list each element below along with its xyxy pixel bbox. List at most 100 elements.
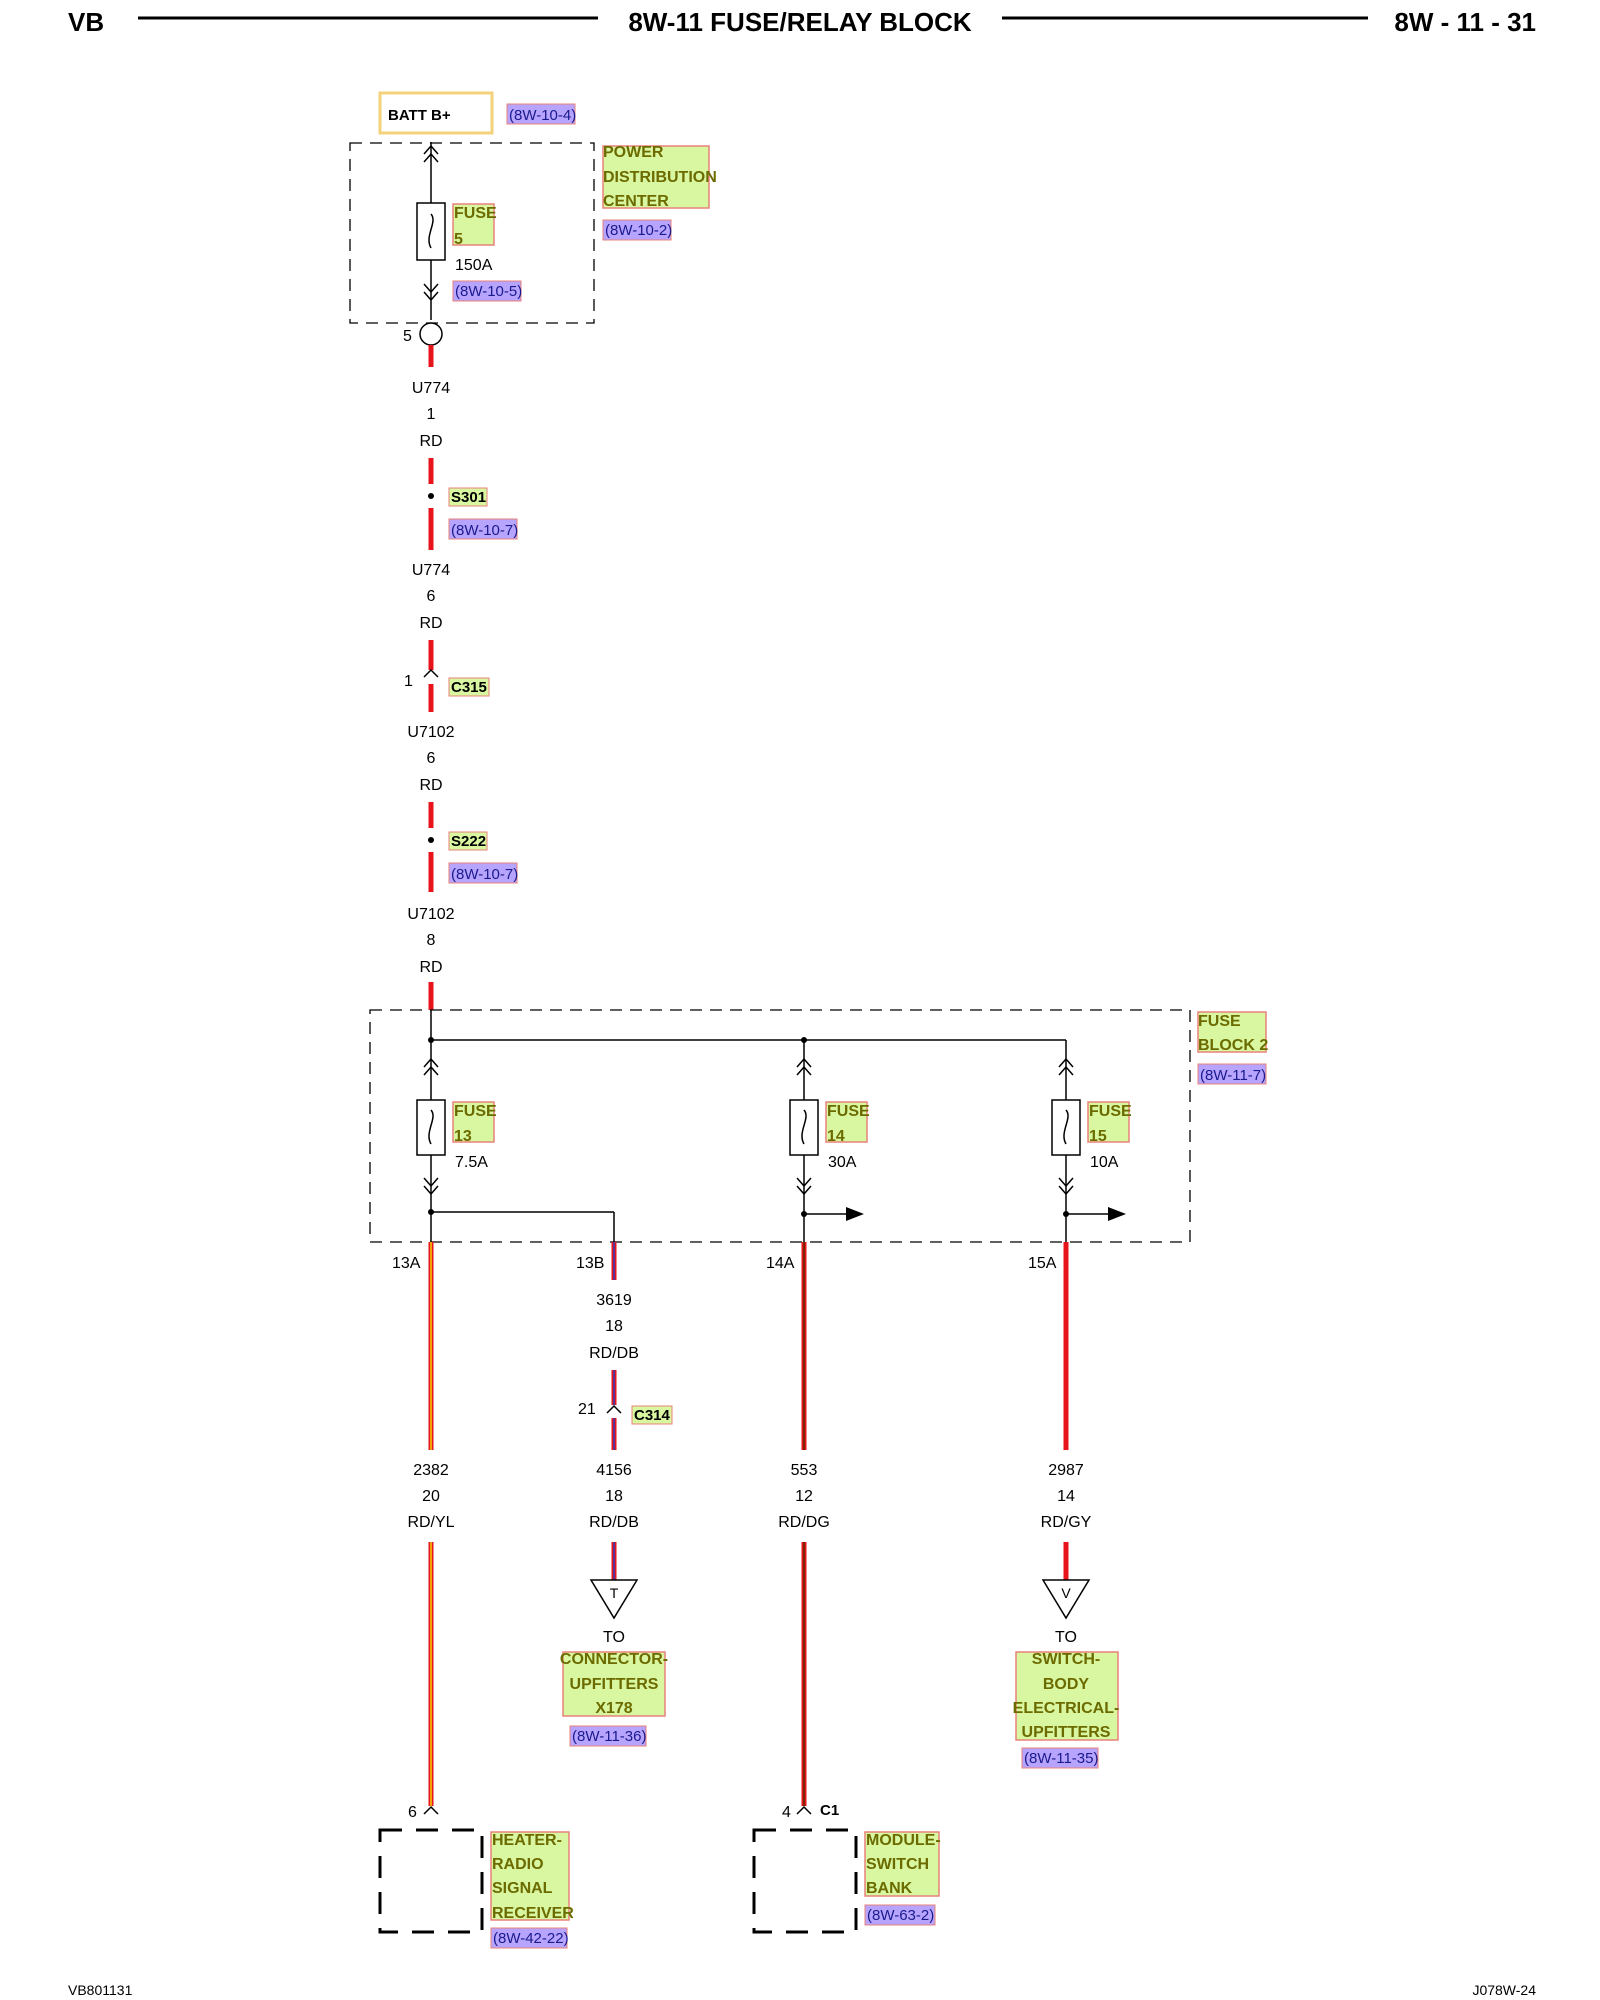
wire-circuit: U7102 xyxy=(407,906,454,923)
connector-c314: 21 C314 xyxy=(578,1401,673,1425)
offpage-dest: ELECTRICAL- xyxy=(1013,1700,1120,1717)
fuse-terminal-icon xyxy=(1058,1065,1074,1076)
output-pin-label: 13A xyxy=(392,1255,421,1272)
wire-color: RD/DG xyxy=(778,1514,830,1531)
fuse-terminal-icon xyxy=(796,1185,812,1196)
pdc-name-line: CENTER xyxy=(603,193,669,210)
arrow-right-icon xyxy=(846,1207,864,1221)
fuse-5-label: 5 xyxy=(454,231,463,248)
offpage-triangle-icon xyxy=(589,1579,639,1620)
splice-name-highlight xyxy=(448,831,488,851)
component-name-highlight xyxy=(864,1831,940,1897)
fuse-terminal-icon xyxy=(423,283,439,294)
fuse-terminal-icon xyxy=(1058,1057,1074,1068)
wire-gauge: 1 xyxy=(427,406,436,423)
offpage-dest: SWITCH- xyxy=(1032,1651,1100,1668)
pdc-name-line: DISTRIBUTION xyxy=(603,169,717,186)
page-footer: VB801131 J078W-24 xyxy=(68,1982,1536,1998)
fuse-15-label: FUSE xyxy=(1089,1103,1132,1120)
batt-ref-link[interactable]: (8W-10-4) xyxy=(509,107,576,124)
wire-gauge: 14 xyxy=(1057,1488,1075,1505)
connector-c315: 1 C315 xyxy=(404,668,490,697)
wire-gauge: 20 xyxy=(422,1488,440,1505)
wire-gauge: 8 xyxy=(427,932,436,949)
pdc-ref-link[interactable]: (8W-10-2) xyxy=(605,222,672,239)
page-header: VB 8W-11 FUSE/RELAY BLOCK 8W - 11 - 31 xyxy=(68,7,1536,37)
offpage-to: TO xyxy=(603,1629,625,1646)
wire-color: RD xyxy=(419,777,442,794)
splice-name: S222 xyxy=(451,833,486,850)
arrow-right-icon xyxy=(1108,1207,1126,1221)
wire-gauge: 12 xyxy=(795,1488,813,1505)
wire-circuit: 553 xyxy=(791,1462,818,1479)
fuse-terminal-icon xyxy=(423,1065,439,1076)
pdc-name-line: POWER xyxy=(603,144,664,161)
offpage-ref-link[interactable]: (8W-11-35) xyxy=(1024,1750,1098,1767)
component-pin: 4 xyxy=(782,1804,791,1821)
output-pin-label: 15A xyxy=(1028,1255,1057,1272)
splice-ref-link[interactable]: (8W-10-7) xyxy=(451,866,518,883)
fuse-terminal-icon xyxy=(423,1177,439,1188)
pdc-boundary xyxy=(349,142,595,324)
fuse-13-label-highlight xyxy=(452,1101,495,1143)
component-ref-link[interactable]: (8W-63-2) xyxy=(867,1907,934,1924)
connector-pin: 21 xyxy=(578,1401,596,1418)
fuse-block-ref-link[interactable]: (8W-11-7) xyxy=(1200,1067,1266,1084)
splice-s222: S222 (8W-10-7) xyxy=(428,831,518,884)
component-name: SWITCH xyxy=(866,1856,929,1873)
offpage-ref-highlight xyxy=(569,1725,647,1747)
component-pin: 6 xyxy=(408,1804,417,1821)
component-box xyxy=(378,1828,484,1934)
fuse-5-label-highlight xyxy=(452,203,495,246)
offpage-dest-highlight xyxy=(1015,1651,1119,1741)
offpage-dest: CONNECTOR- xyxy=(560,1651,668,1668)
offpage-dest: UPFITTERS xyxy=(1022,1724,1111,1741)
component-name: BANK xyxy=(866,1880,913,1897)
offpage-dest: BODY xyxy=(1043,1676,1090,1693)
wire-color: RD/DB xyxy=(589,1514,639,1531)
wire-gauge: 6 xyxy=(427,588,436,605)
fuse-element-icon xyxy=(428,213,434,249)
offpage-ref-link[interactable]: (8W-11-36) xyxy=(572,1728,646,1745)
fuse-14-label-highlight xyxy=(825,1101,868,1143)
trunk-wire-labels: U774 1 RD U774 6 RD U7102 6 RD U7102 8 R… xyxy=(407,380,454,976)
component-ref-highlight xyxy=(864,1904,936,1926)
pdc-pin-icon xyxy=(419,322,443,346)
component-connector: C1 xyxy=(820,1802,839,1819)
component-name: MODULE- xyxy=(866,1832,941,1849)
wire-gauge: 18 xyxy=(605,1488,623,1505)
fuse-terminal-icon xyxy=(1058,1185,1074,1196)
fuse-14-icon xyxy=(789,1099,819,1156)
offpage-connector-v[interactable]: V TO SWITCH- BODY ELECTRICAL- UPFITTERS … xyxy=(1013,1579,1120,1769)
fuse-terminal-icon xyxy=(423,1185,439,1196)
output-pin-label: 14A xyxy=(766,1255,795,1272)
splice-dot-icon xyxy=(428,493,434,499)
connector-pin: 1 xyxy=(404,673,413,690)
splice-ref-link[interactable]: (8W-10-7) xyxy=(451,522,518,539)
batt-ref-highlight xyxy=(506,103,576,125)
fuse-terminal-icon xyxy=(1058,1177,1074,1188)
fuse-15-label-highlight xyxy=(1087,1101,1130,1143)
component-ref-link[interactable]: (8W-42-22) xyxy=(493,1930,569,1947)
wire-color: RD xyxy=(419,959,442,976)
offpage-triangle-icon xyxy=(1041,1579,1091,1620)
fuse-5-ref-link[interactable]: (8W-10-5) xyxy=(455,283,522,300)
batt-box xyxy=(378,91,494,135)
wire-circuit: U774 xyxy=(412,562,450,579)
offpage-connector-t[interactable]: T TO CONNECTOR- UPFITTERS X178 (8W-11-36… xyxy=(560,1579,668,1747)
pdc-pin-number: 5 xyxy=(403,328,412,345)
component-name-highlight xyxy=(490,1831,570,1921)
component-box xyxy=(752,1828,858,1934)
fuse-terminal-icon xyxy=(423,152,439,163)
power-distribution-center: POWER DISTRIBUTION CENTER (8W-10-2) FUSE… xyxy=(349,142,717,346)
component-name: HEATER- xyxy=(492,1832,562,1849)
fuse-14-label: 14 xyxy=(827,1128,845,1145)
wire-circuit: 2987 xyxy=(1048,1462,1084,1479)
fuse-13-label: FUSE xyxy=(454,1103,497,1120)
wire-color: RD/DB xyxy=(589,1345,639,1362)
offpage-to: TO xyxy=(1055,1629,1077,1646)
connector-icon xyxy=(423,668,439,678)
output-pin-label: 13B xyxy=(576,1255,604,1272)
wire-color: RD/GY xyxy=(1041,1514,1092,1531)
